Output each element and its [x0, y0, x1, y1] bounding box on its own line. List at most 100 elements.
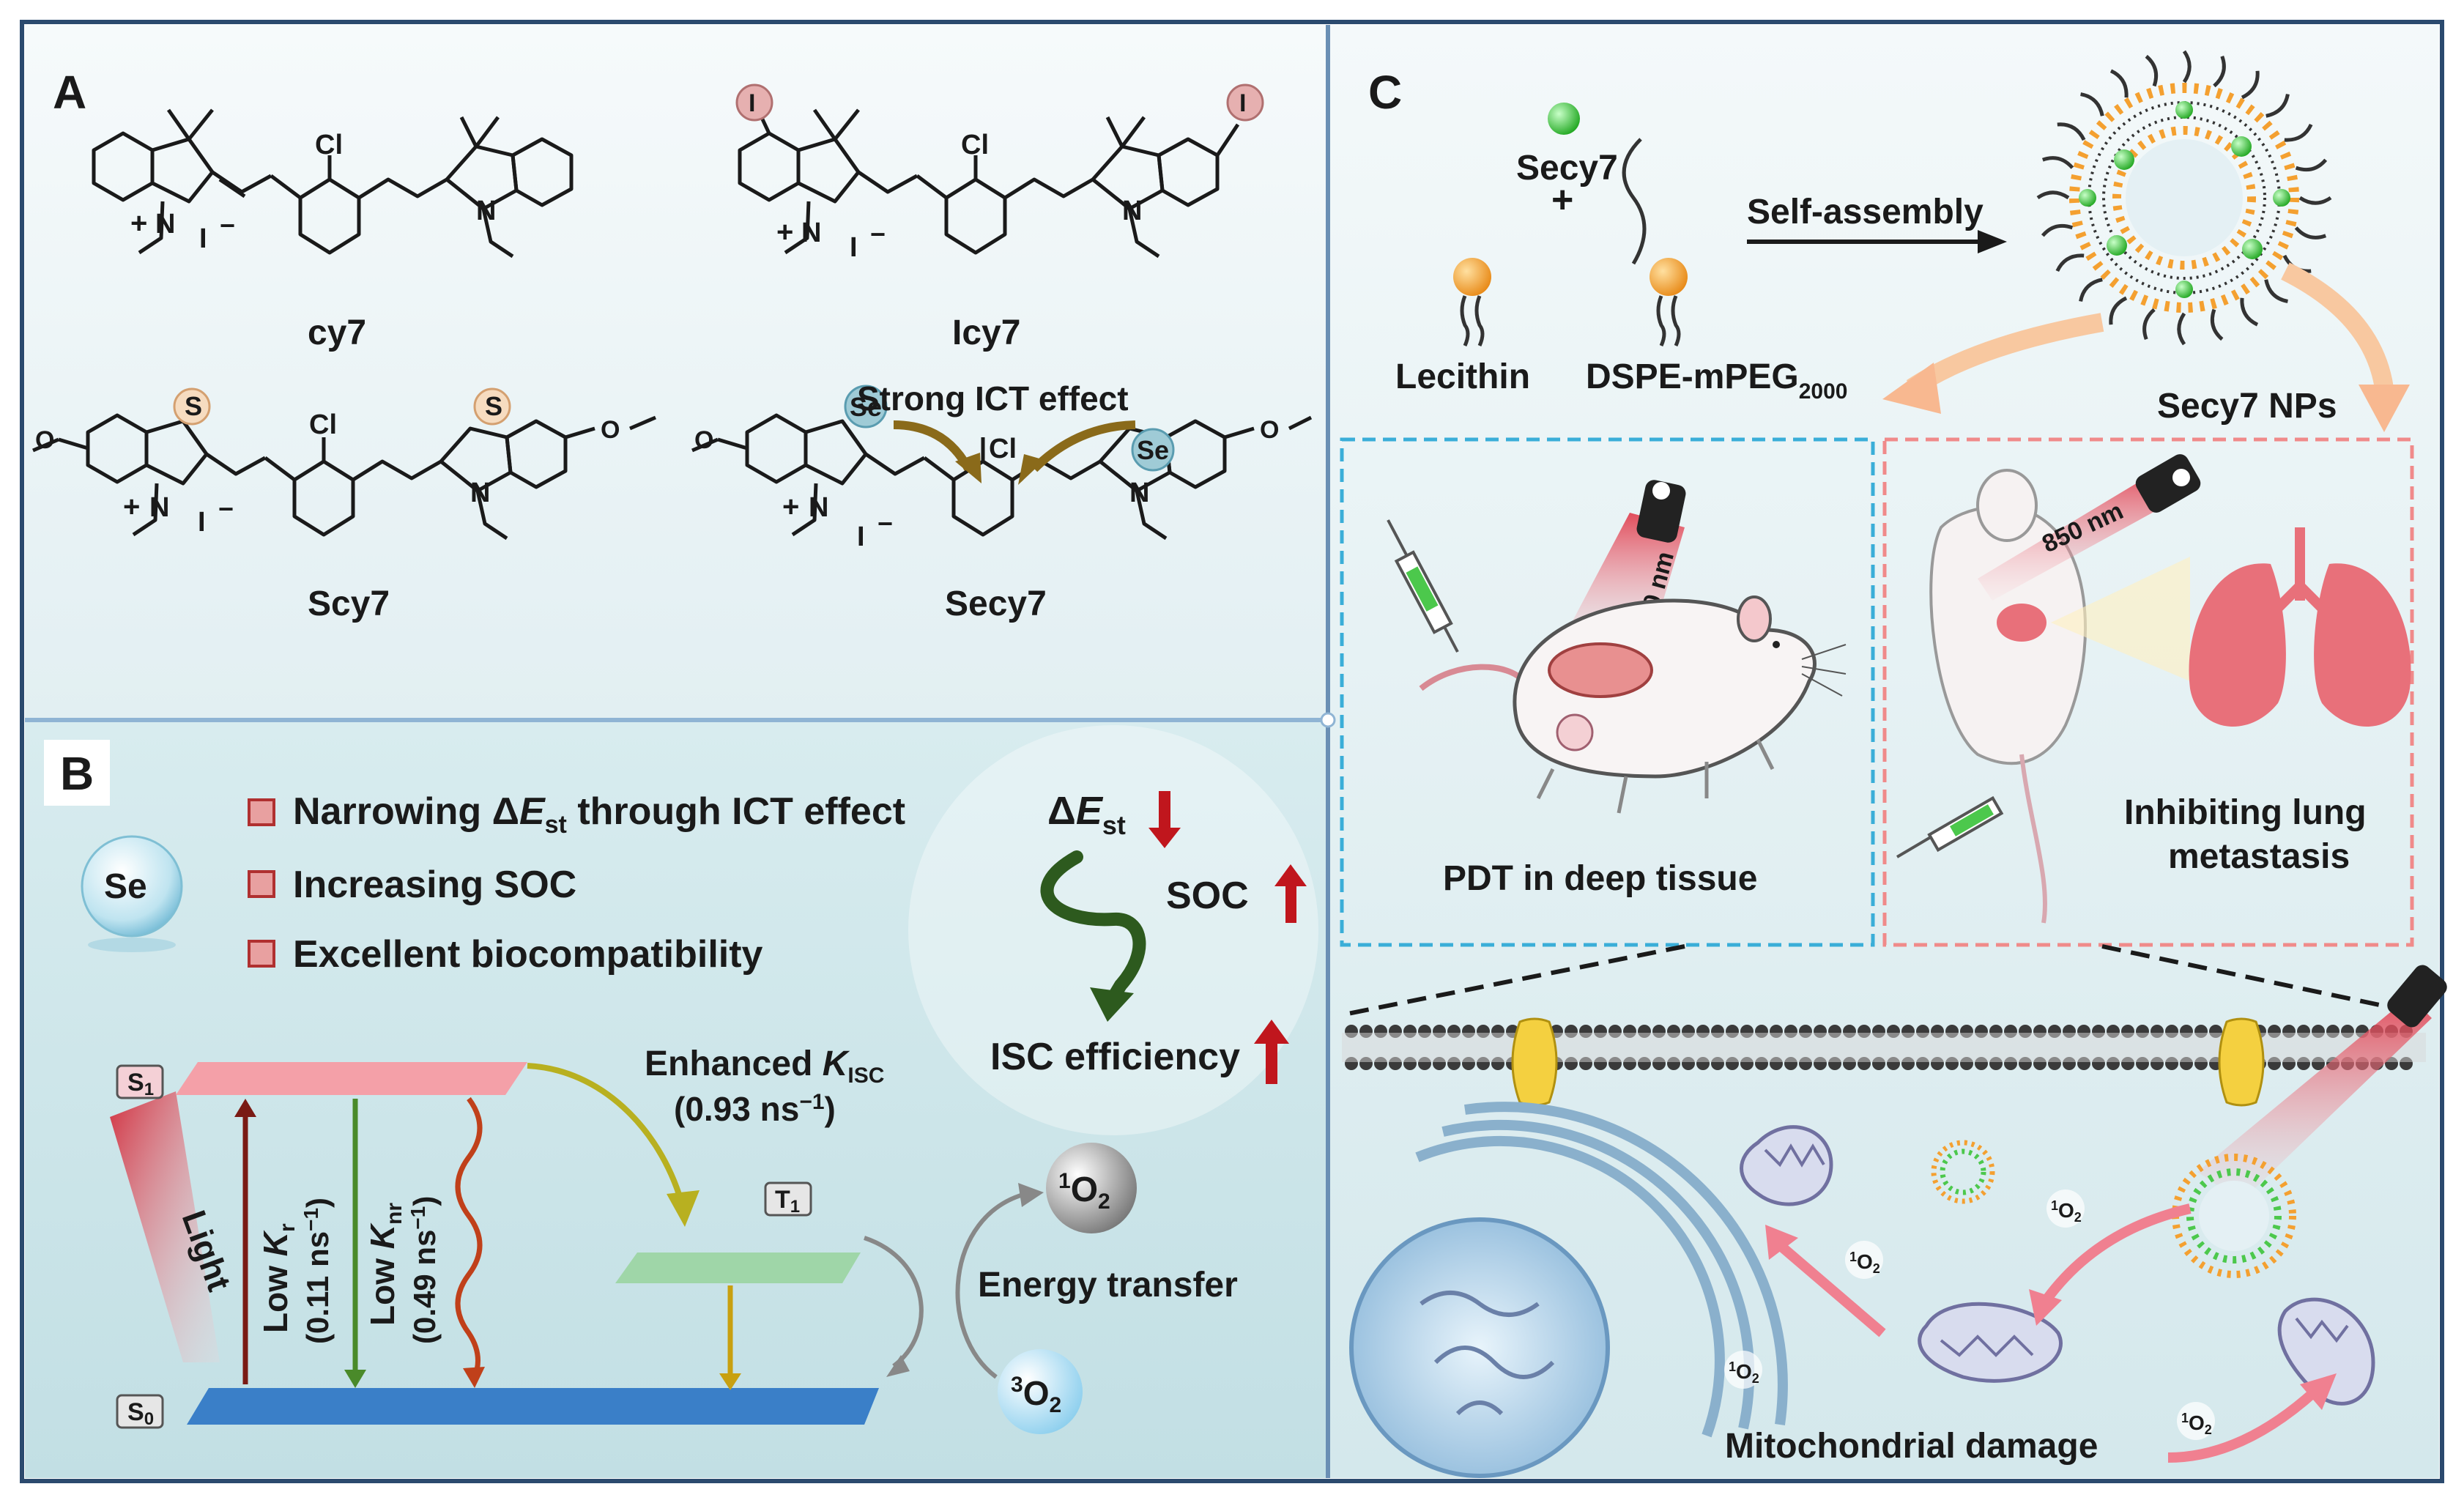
- peg-chain: [2145, 54, 2159, 87]
- secy7-dye-label: Secy7: [1516, 149, 1618, 188]
- secy7-plus: +: [782, 491, 799, 523]
- cy7-n-right: N: [476, 196, 496, 226]
- secy7-structure: [691, 413, 1313, 541]
- peg-chain: [2266, 94, 2290, 118]
- bullet-marker: [248, 940, 275, 968]
- secy7-counter-ion: I: [857, 522, 865, 552]
- s0-level: [187, 1388, 879, 1425]
- secy7-cl: Cl: [989, 434, 1017, 464]
- peg-chain: [2079, 278, 2103, 302]
- bullet-soc: Increasing SOC: [293, 864, 576, 906]
- mito-damage-caption: Mitochondrial damage: [1725, 1427, 2098, 1466]
- phosphorescence-arrowhead: [719, 1373, 741, 1390]
- peg-chain: [2241, 70, 2260, 100]
- icy7-iodine-left-badge: [735, 84, 773, 122]
- cy7-label: cy7: [308, 313, 366, 352]
- s0-label: S0: [127, 1398, 154, 1429]
- mouse-pdt-illustration: [1419, 595, 1847, 814]
- secy7-se-left-badge: [844, 385, 888, 428]
- isc-efficiency-label: ISC efficiency: [990, 1036, 1240, 1078]
- kr-label: Low Kr: [256, 1223, 300, 1333]
- scy7-s-right-badge: [473, 387, 511, 426]
- scy7-counter-ion: I: [198, 507, 206, 538]
- icy7-n-right: N: [1122, 196, 1142, 226]
- self-assembly-arrowhead: [1978, 230, 2007, 253]
- energy-transfer-curve-up: [955, 1192, 1026, 1379]
- t1-label: T1: [775, 1186, 800, 1217]
- cy7-cl: Cl: [315, 130, 343, 160]
- delta-est-down-arrow: [1148, 791, 1181, 848]
- peg-chain: [2055, 253, 2085, 272]
- se-sphere-label: Se: [104, 867, 147, 906]
- panel-c-letter: C: [1368, 66, 1402, 119]
- soc-wave-arrowhead: [1090, 987, 1134, 1022]
- energy-transfer-arrowhead-down: [886, 1355, 910, 1377]
- secy7-n-right: N: [1129, 478, 1149, 508]
- cy7-minus: −: [220, 210, 235, 240]
- scy7-cl: Cl: [309, 409, 337, 440]
- bullet-marker: [248, 798, 275, 826]
- soc-label: SOC: [1166, 875, 1249, 917]
- icy7-structure: [738, 108, 1240, 259]
- peg-chain: [2213, 55, 2226, 88]
- singlet-oxygen-marker: 1O2: [2181, 1411, 2212, 1437]
- mitochondrion-icon: [2277, 1297, 2375, 1406]
- scy7-s-left-badge: [173, 387, 211, 426]
- bullet-marker: [248, 870, 275, 898]
- isc-up-arrow: [1254, 1020, 1289, 1084]
- cy7-n-left: N: [155, 209, 175, 240]
- icy7-plus: +: [776, 216, 793, 248]
- mouse-supine-illustration: [1929, 469, 2088, 924]
- laser-device-lung-icon: [2135, 454, 2201, 513]
- icy7-iodine-right: I: [1239, 89, 1246, 117]
- dspe-mpeg-icon: [1622, 138, 1688, 347]
- secy7-nps-label: Secy7 NPs: [2157, 387, 2337, 426]
- lecithin-label: Lecithin: [1395, 357, 1530, 396]
- radiative-arrowhead: [344, 1370, 366, 1388]
- icy7-iodine-left: I: [749, 89, 755, 117]
- pdt-panel-box: [1340, 437, 1875, 947]
- singlet-oxygen-marker: 1O2: [1849, 1250, 1880, 1276]
- figure-frame: [20, 20, 2444, 1483]
- peg-chain: [2177, 312, 2186, 346]
- icy7-minus: −: [870, 219, 886, 249]
- zoom-line-right: [2101, 944, 2425, 1017]
- dspe-mpeg-label: DSPE-mPEG2000: [1586, 357, 1848, 404]
- peg-chain: [2240, 297, 2259, 327]
- peg-chain: [2298, 196, 2332, 205]
- panel-b-letter-box: [44, 740, 110, 806]
- peg-chain: [2057, 122, 2086, 141]
- lung-panel-box: [1882, 437, 2414, 947]
- route-arrow-to-lung: [2281, 262, 2394, 390]
- scy7-n-left: N: [149, 492, 169, 523]
- singlet-oxygen-markers: 1O2 1O2 1O2 1O2: [1724, 1190, 2215, 1440]
- damage-arrow: [2039, 1203, 2192, 1307]
- ict-arrow-right: [1031, 420, 1136, 472]
- isc-rate-value: (0.93 ns−1): [674, 1090, 836, 1128]
- icy7-n-left: N: [801, 218, 821, 248]
- delta-est-label: ΔEst: [1047, 789, 1126, 840]
- light-beam: [110, 1091, 220, 1362]
- peg-chain: [2036, 190, 2070, 200]
- damage-arrowhead: [1765, 1225, 1798, 1260]
- scy7-minus: −: [218, 494, 234, 524]
- panel-a-background: [25, 25, 1326, 719]
- energy-transfer-label: Energy transfer: [978, 1266, 1238, 1305]
- laser-beam-lung: [1978, 469, 2179, 601]
- scy7-structure: [32, 413, 656, 541]
- mitochondrion-icon: [1740, 1125, 1833, 1206]
- secy7-o-right: O: [1260, 416, 1279, 444]
- damage-arrowhead: [2300, 1373, 2337, 1410]
- chain-glow: [908, 725, 1318, 1135]
- s1-level: [176, 1062, 527, 1095]
- singlet-oxygen-marker: 1O2: [1729, 1359, 1759, 1386]
- energy-transfer-arrowhead-up: [1018, 1183, 1044, 1207]
- secy7-label: Secy7: [945, 584, 1047, 623]
- icy7-cl: Cl: [961, 130, 989, 160]
- knr-value: (0.49 ns−1): [407, 1196, 442, 1344]
- nonradiative-wave: [455, 1096, 483, 1378]
- bullet-narrowing: Narrowing ΔEst through ICT effect: [293, 790, 905, 839]
- soc-up-arrow: [1274, 864, 1307, 923]
- isc-crossing-arrowhead: [667, 1190, 700, 1227]
- divider-node: [1320, 712, 1336, 728]
